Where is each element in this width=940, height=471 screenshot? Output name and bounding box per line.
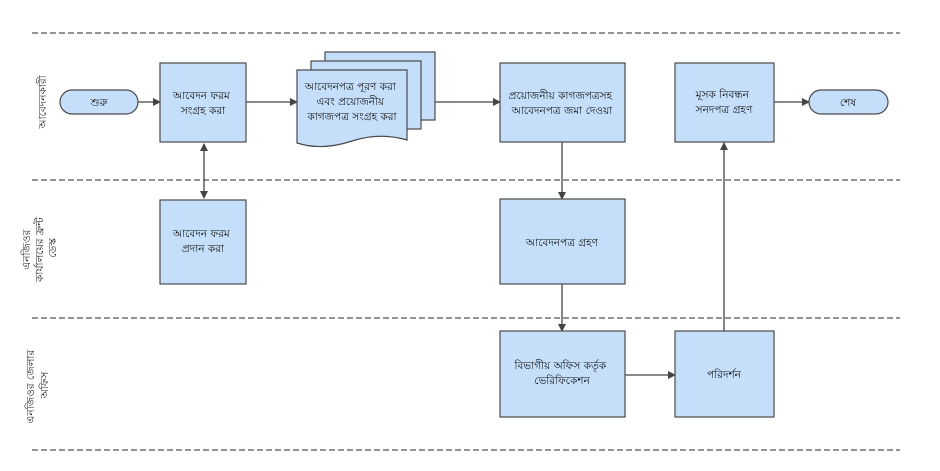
provide-form-label: আবেদন ফরম প্রদান করা bbox=[172, 228, 233, 255]
end-label: শেষ bbox=[840, 97, 857, 109]
collect-form-label: আবেদন ফরম সংগ্রহ করা bbox=[172, 90, 233, 117]
lane-label-district-office-text: এনজিওর জেলার অফিস bbox=[24, 346, 51, 423]
fill-form-label: আবেদনপত্র পূরণ করা এবং প্রয়োজনীয় কাগজপ… bbox=[304, 81, 399, 123]
lane-label-district-office: এনজিওর জেলার অফিস bbox=[24, 346, 51, 424]
collect-form-process: আবেদন ফরম সংগ্রহ করা bbox=[159, 62, 247, 143]
fill-form-multidocument: আবেদনপত্র পূরণ করা এবং প্রয়োজনীয় কাগজপ… bbox=[296, 51, 436, 148]
provide-form-process: আবেদন ফরম প্রদান করা bbox=[159, 199, 247, 285]
verification-label: বিভাগীয় অফিস কর্তৃক ভেরিফিকেশন bbox=[513, 359, 609, 387]
lane-label-front-desk-text: এনজিওর কার্যালয়ের ফ্রন্ট ডেস্ক bbox=[20, 214, 59, 283]
start-label: শুরু bbox=[89, 97, 108, 109]
lane-label-front-desk: এনজিওর কার্যালয়ের ফ্রন্ট ডেস্ক bbox=[20, 214, 59, 283]
receive-certificate-label: মূসক নিবন্ধন সনদপত্র গ্রহণ bbox=[695, 88, 753, 116]
receive-application-process: আবেদনপত্র গ্রহণ bbox=[499, 198, 626, 285]
verification-process: বিভাগীয় অফিস কর্তৃক ভেরিফিকেশন bbox=[499, 330, 626, 418]
inspection-label: পরিদর্শন bbox=[707, 368, 742, 381]
lane-separators bbox=[32, 32, 900, 451]
submit-application-label: প্রয়োজনীয় কাগজপত্রসহ আবেদনপত্র জমা দেও… bbox=[509, 89, 616, 117]
inspection-process: পরিদর্শন bbox=[674, 330, 775, 418]
receive-application-label: আবেদনপত্র গ্রহণ bbox=[525, 237, 599, 249]
receive-certificate-process: মূসক নিবন্ধন সনদপত্র গ্রহণ bbox=[674, 62, 775, 143]
end-terminator: শেষ bbox=[808, 89, 889, 115]
submit-application-process: প্রয়োজনীয় কাগজপত্রসহ আবেদনপত্র জমা দেও… bbox=[499, 62, 626, 143]
start-terminator: শুরু bbox=[59, 89, 139, 115]
lane-label-applicant: আবেদনকারী bbox=[36, 74, 49, 129]
connectors bbox=[138, 98, 810, 379]
lane-label-applicant-text: আবেদনকারী bbox=[36, 74, 49, 129]
